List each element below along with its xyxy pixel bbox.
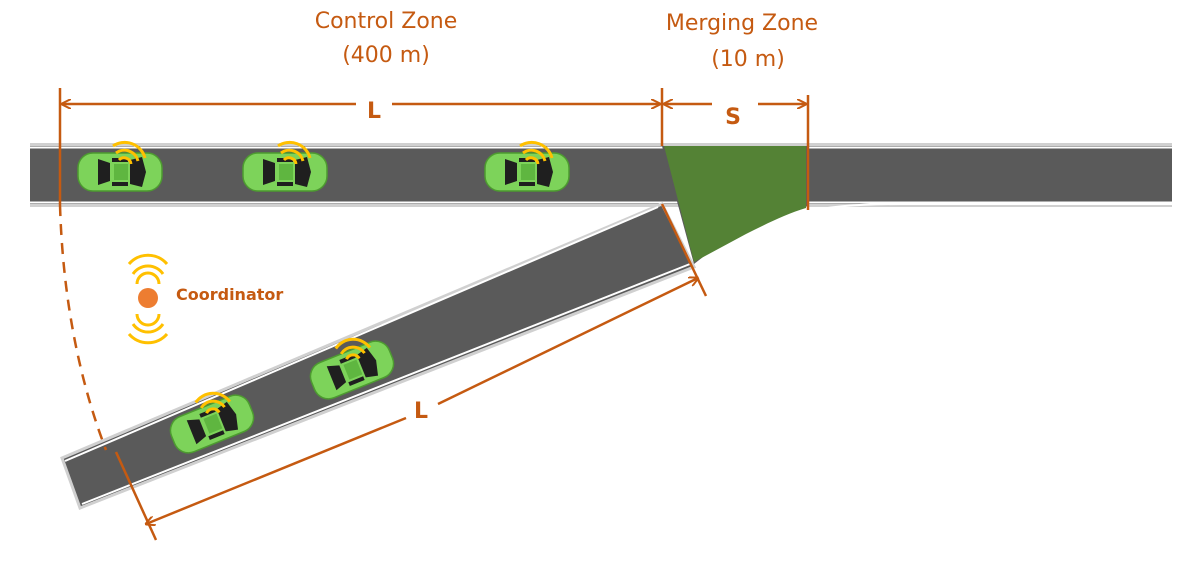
- coordinator: Coordinator: [127, 253, 283, 345]
- control-zone-title: Control Zone: [315, 9, 458, 34]
- merging-zone-dim-label: S: [725, 105, 741, 130]
- ramp-arrow-upper: [437, 278, 698, 406]
- main-road: [30, 143, 1172, 207]
- dimensions: [62, 104, 806, 524]
- control-zone-length: (400 m): [342, 43, 430, 68]
- ramp-dim-label: L: [414, 399, 428, 424]
- coordinator-signal-icon: [127, 253, 169, 345]
- merging-zone-title: Merging Zone: [666, 11, 818, 36]
- coordinator-dot-icon: [138, 288, 158, 308]
- merging-zone-length: (10 m): [711, 47, 785, 72]
- merging-zone-area: [664, 146, 806, 262]
- merge-curve: [807, 203, 1172, 213]
- control-zone-arc: [58, 204, 108, 451]
- ramp-arrow-lower: [146, 416, 407, 524]
- coordinator-label: Coordinator: [176, 285, 283, 304]
- control-zone-dim-label: L: [367, 99, 381, 124]
